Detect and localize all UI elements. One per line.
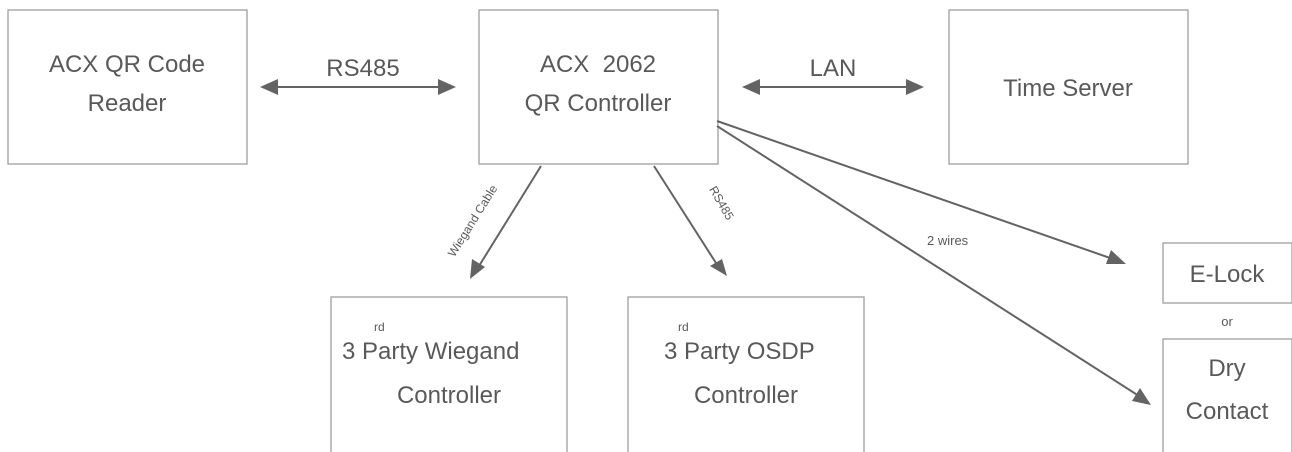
rs485-top-label: RS485 xyxy=(326,55,399,82)
node-acx-qr-code-reader: ACX QR Code Reader xyxy=(7,9,248,165)
link-wiegand-cable: Wiegand Cable xyxy=(445,165,542,279)
arrowhead-right-icon xyxy=(906,79,924,95)
arrowhead-down-icon xyxy=(1132,388,1151,405)
node-3rd-party-wiegand-controller: rd 3 Party Wiegand Controller xyxy=(330,296,568,452)
arrowhead-down-icon xyxy=(710,259,727,276)
arrowhead-left-icon xyxy=(742,79,760,95)
link-2-wires-elock: 2 wires xyxy=(716,120,1126,264)
dry-contact-label-line1: Dry xyxy=(1208,355,1245,382)
arrowhead-left-icon xyxy=(260,79,278,95)
rs485-diag-label: RS485 xyxy=(706,184,737,223)
controller-label-line2: QR Controller xyxy=(525,90,672,117)
osdp-title: Party OSDP xyxy=(677,338,814,365)
osdp-ordinal-number: 3 xyxy=(664,338,677,365)
wiegand-label-line1: 3 Party Wiegand xyxy=(342,338,519,365)
lan-label: LAN xyxy=(810,55,857,82)
wiegand-superscript: rd xyxy=(374,320,385,334)
arrowhead-down-icon xyxy=(470,259,485,279)
node-3rd-party-osdp-controller: rd 3 Party OSDP Controller xyxy=(627,296,865,452)
osdp-superscript: rd xyxy=(678,320,689,334)
osdp-label-line1: 3 Party OSDP xyxy=(664,338,815,365)
time-server-label: Time Server xyxy=(1003,75,1133,102)
arrowhead-right-icon xyxy=(438,79,456,95)
wiegand-cable-label: Wiegand Cable xyxy=(445,182,501,259)
dry-contact-label-line2: Contact xyxy=(1186,398,1269,425)
wiegand-ordinal-number: 3 xyxy=(342,338,355,365)
reader-label-line1: ACX QR Code xyxy=(49,51,205,78)
wiegand-title: Party Wiegand xyxy=(355,338,519,365)
controller-label-line1: ACX 2062 xyxy=(540,51,656,78)
link-2-wires-dry-contact xyxy=(716,125,1151,405)
wiegand-label-line2: Controller xyxy=(397,382,501,409)
node-acx-2062-qr-controller: ACX 2062 QR Controller xyxy=(478,9,719,165)
osdp-label-line2: Controller xyxy=(694,382,798,409)
reader-label-line2: Reader xyxy=(88,90,167,117)
e-lock-label: E-Lock xyxy=(1190,261,1266,288)
link-lan-controller-timeserver: LAN xyxy=(742,55,924,95)
node-e-lock: E-Lock xyxy=(1162,242,1292,304)
link-rs485-reader-controller: RS485 xyxy=(260,55,456,95)
two-wires-label: 2 wires xyxy=(927,233,969,248)
node-dry-contact: Dry Contact xyxy=(1162,338,1292,452)
link-rs485-osdp: RS485 xyxy=(653,165,737,276)
arrowhead-right-icon xyxy=(1106,250,1126,264)
or-label: or xyxy=(1221,314,1233,329)
node-time-server: Time Server xyxy=(948,9,1189,165)
